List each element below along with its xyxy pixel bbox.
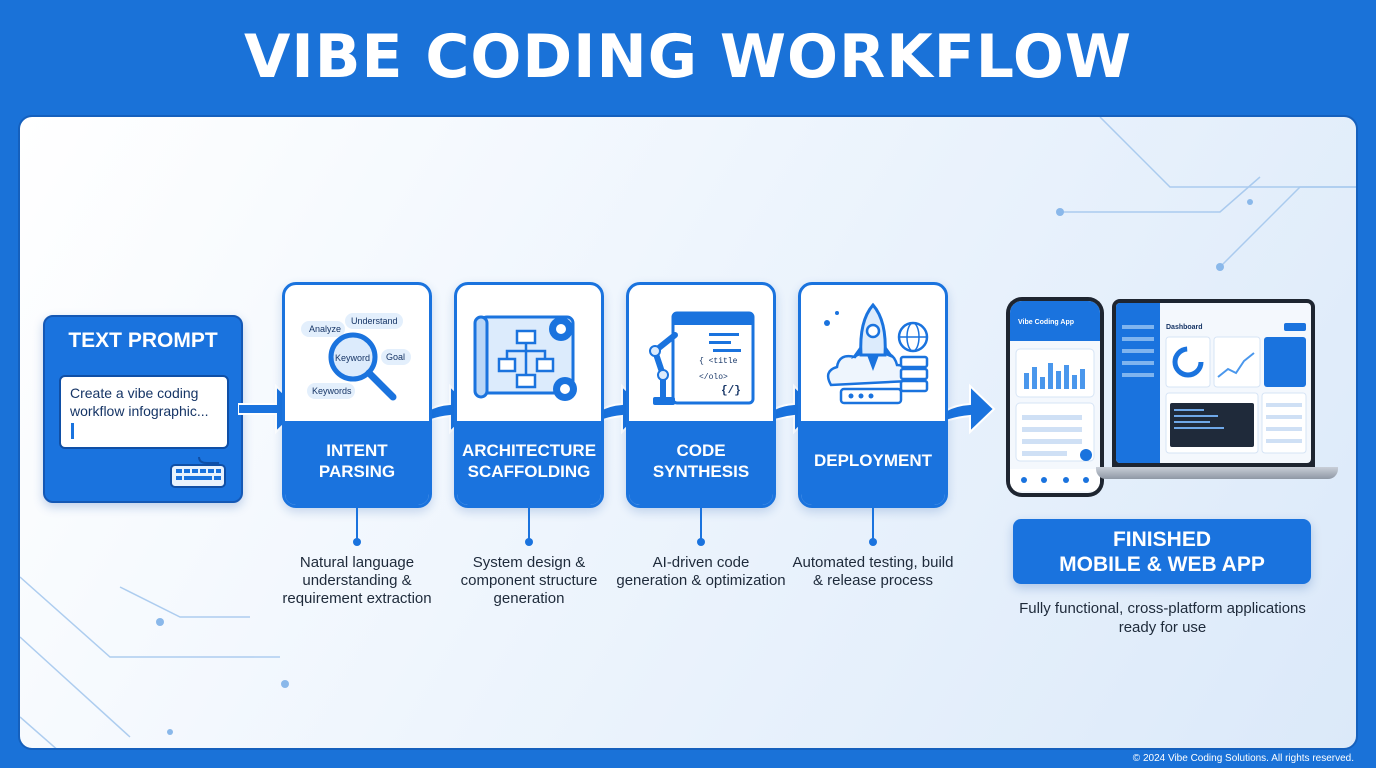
text-cursor-icon (71, 423, 74, 439)
finished-app-box: FINISHED MOBILE & WEB APP (1013, 519, 1311, 584)
finished-app-description: Fully functional, cross-platform applica… (1019, 600, 1306, 636)
prompt-input-box: Create a vibe coding workflow infographi… (59, 375, 229, 449)
rocket-server-icon (824, 302, 929, 405)
word-keywords: Keywords (312, 386, 352, 396)
step-card-deployment: DEPLOYMENT (798, 282, 948, 508)
step-label-intent-parsing: INTENT PARSING (318, 441, 396, 481)
step-label-code-synthesis: CODE SYNTHESIS (652, 441, 750, 481)
word-keyword: Keyword (335, 353, 370, 363)
step-label-deployment: DEPLOYMENT (813, 451, 933, 470)
step-card-architecture-scaffolding: ARCHITECTURE SCAFFOLDING (454, 282, 604, 508)
text-prompt-heading: TEXT PROMPT (68, 329, 218, 352)
phone-screen: Vibe Coding App (1010, 301, 1100, 493)
keyboard-icon (170, 457, 226, 488)
phone-app-content (1010, 348, 1100, 491)
code-snippet-2: </olo> (699, 373, 728, 382)
code-braces: {/} (721, 385, 741, 397)
step-description-code-synthesis: AI-driven code generation & optimization (616, 554, 786, 589)
word-analyze: Analyze (309, 324, 341, 334)
blueprint-gears-icon (473, 315, 577, 401)
code-snippet-1: { <title (699, 357, 738, 366)
laptop-base (1096, 467, 1338, 479)
page-title: VIBE CODING WORKFLOW (243, 22, 1133, 92)
magnifier-keywords-icon: Analyze Understand Goal Keywords Keyword (301, 313, 411, 401)
word-goal: Goal (386, 352, 405, 362)
phone-app-title: Vibe Coding App (1010, 301, 1100, 341)
laptop-dashboard-title: Dashboard (1166, 324, 1203, 331)
text-prompt-card: TEXT PROMPT Create a vibe coding workflo… (43, 315, 243, 503)
prompt-input-text: Create a vibe coding workflow infographi… (70, 385, 209, 419)
step-description-architecture-scaffolding: System design & component structure gene… (460, 554, 598, 607)
laptop-screen: Dashboard (1116, 303, 1311, 463)
step-card-code-synthesis: { <title </olo> {/} CODE SYNTHESIS (626, 282, 776, 508)
word-understand: Understand (351, 316, 398, 326)
laptop-dashboard-content: Dashboard (1116, 303, 1307, 463)
step-label-architecture-scaffolding: ARCHITECTURE SCAFFOLDING (461, 441, 597, 481)
copyright-notice: © 2024 Vibe Coding Solutions. All rights… (1132, 753, 1354, 764)
circuit-decoration (20, 117, 1356, 748)
robot-arm-code-icon: { <title </olo> {/} (649, 311, 755, 405)
step-description-deployment: Automated testing, build & release proce… (792, 554, 954, 589)
step-description-intent-parsing: Natural language understanding & require… (282, 554, 432, 607)
laptop-mockup: Dashboard (1112, 299, 1315, 467)
step-card-intent-parsing: Analyze Understand Goal Keywords Keyword… (282, 282, 432, 508)
phone-mockup: Vibe Coding App (1006, 297, 1104, 497)
